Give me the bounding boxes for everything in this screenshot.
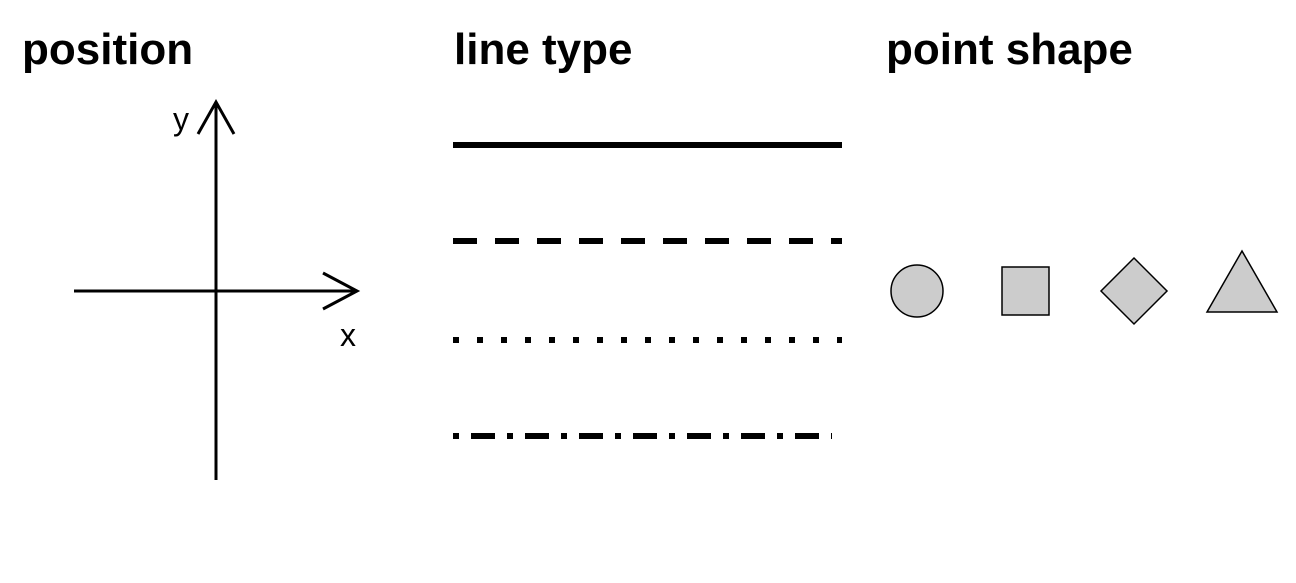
y-axis-label: y <box>173 101 189 137</box>
position-axes <box>74 98 361 480</box>
point-shape-samples <box>890 249 1279 326</box>
x-axis-arrowhead <box>322 271 361 311</box>
triangle-shape <box>1205 249 1279 313</box>
line-type-panel-title: line type <box>454 25 633 74</box>
diamond-shape <box>1099 256 1169 326</box>
position-panel-title: position <box>22 25 194 74</box>
y-axis-arrowhead <box>196 98 236 135</box>
circle-shape <box>890 264 944 318</box>
point-shape-panel-title: point shape <box>886 25 1133 74</box>
square-shape <box>1001 266 1050 316</box>
x-axis-label: x <box>340 317 356 353</box>
line-type-samples <box>453 142 842 439</box>
